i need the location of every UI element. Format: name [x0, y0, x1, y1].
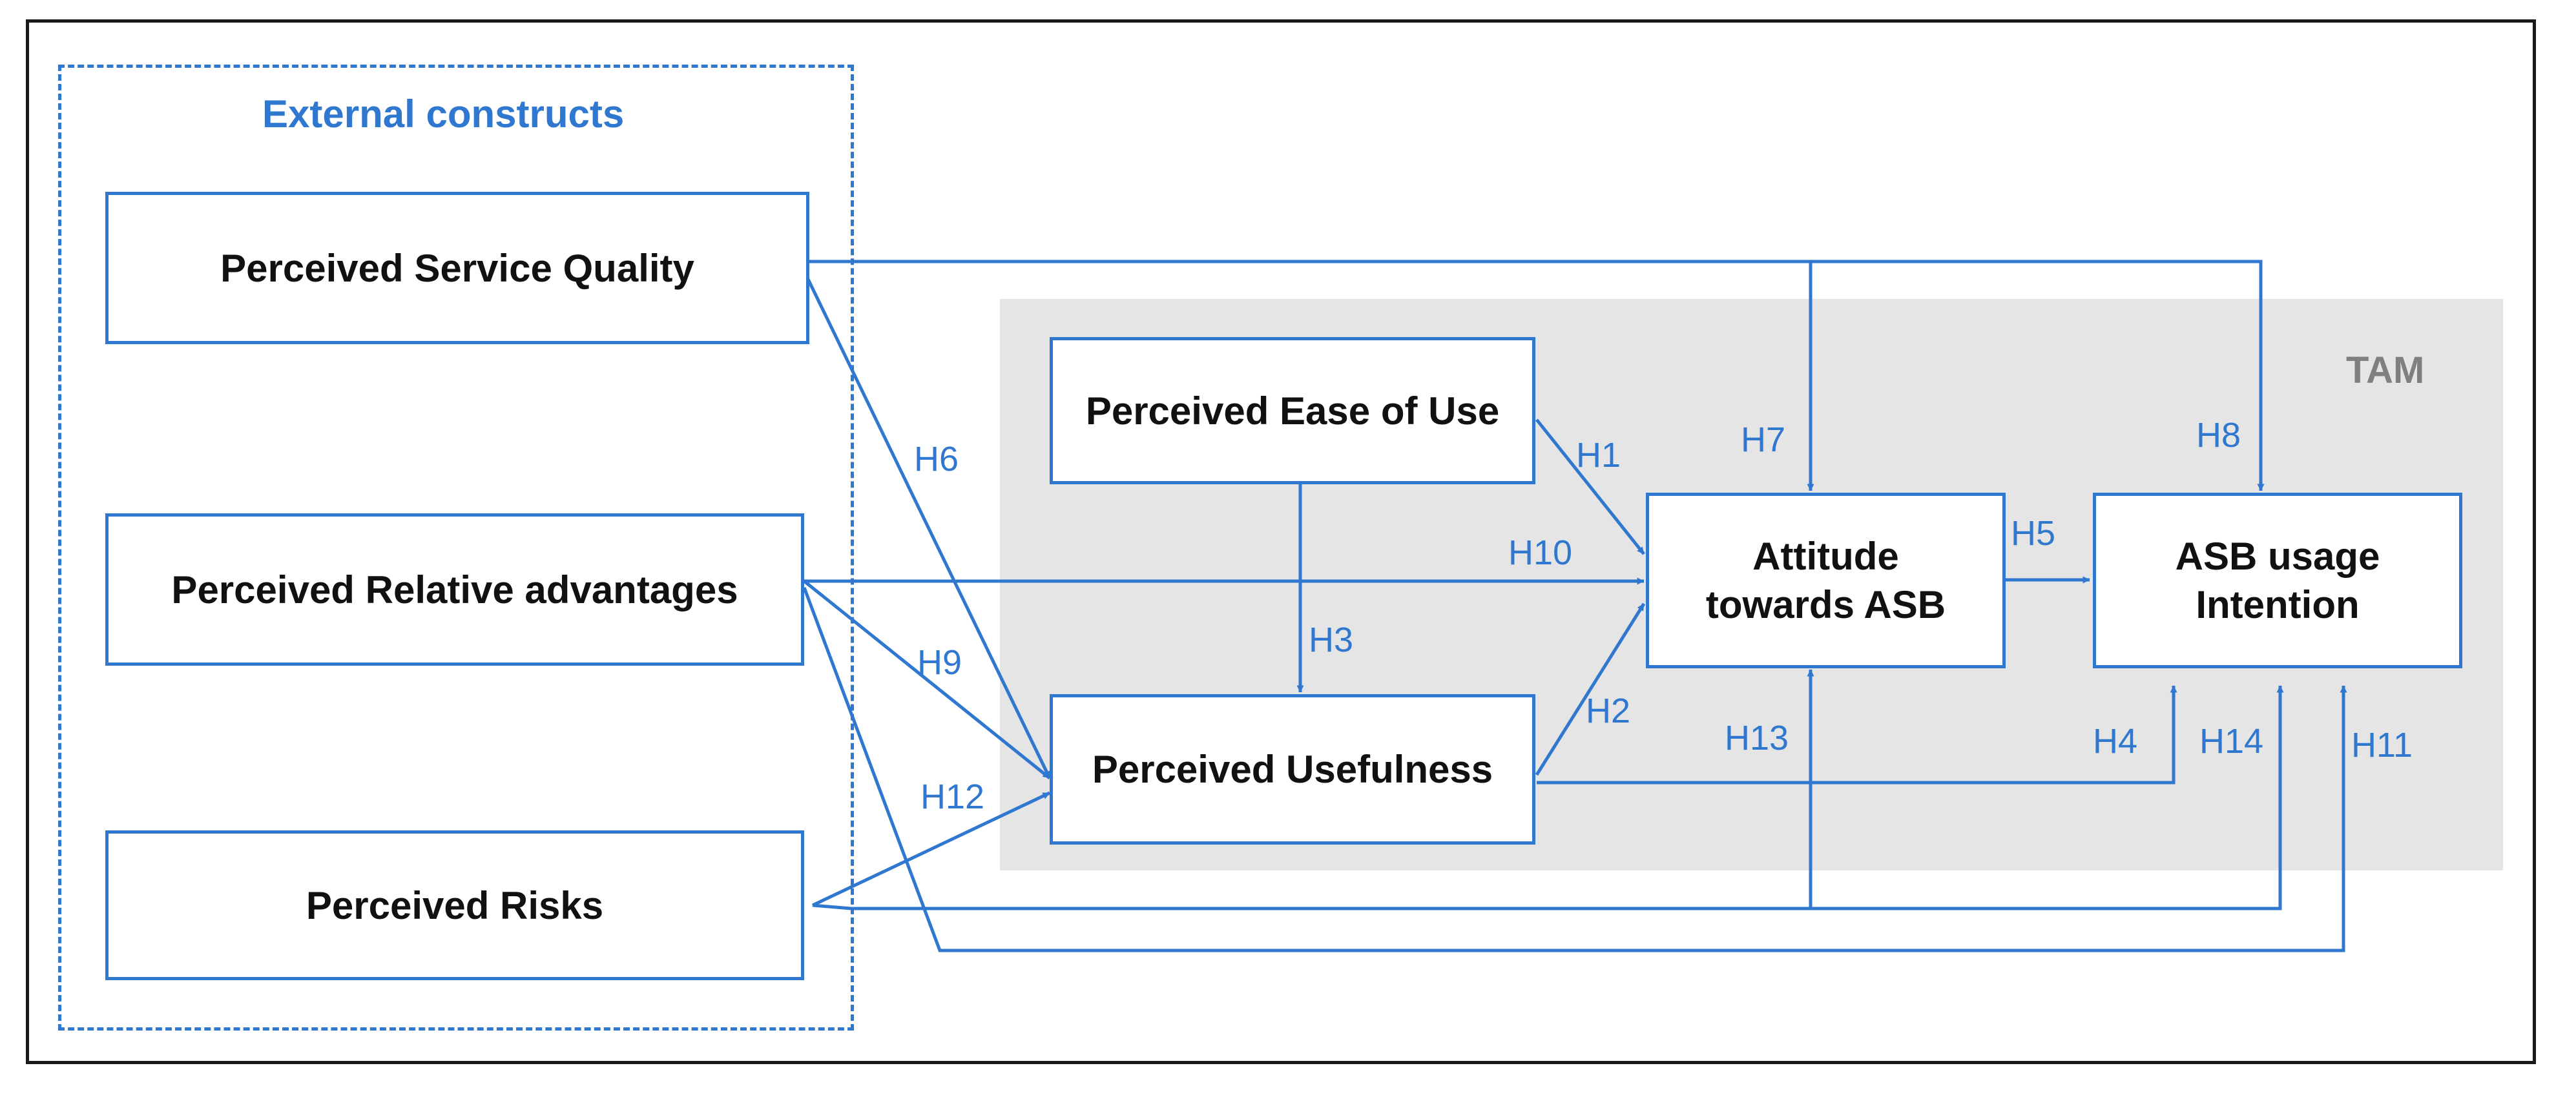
- arrow-h14: [1811, 685, 2284, 910]
- intention-label-line1: ASB usage: [2175, 535, 2380, 578]
- hypothesis-label-h3: H3: [1309, 621, 1354, 659]
- hypothesis-label-h2: H2: [1586, 692, 1631, 730]
- external-constructs-group: [58, 65, 854, 1031]
- hypothesis-label-h10: H10: [1508, 533, 1573, 572]
- diagram-frame: [26, 19, 2536, 1064]
- intention-label-line2: Intention: [2196, 583, 2360, 626]
- hypothesis-label-h8: H8: [2196, 416, 2241, 455]
- hypothesis-label-h4: H4: [2093, 722, 2138, 761]
- perceived-usefulness-box: Perceived Usefulness: [1050, 694, 1535, 845]
- perceived-risks-label: Perceived Risks: [306, 883, 604, 927]
- arrow-h2: [1535, 602, 1646, 776]
- asb-usage-intention-box: ASB usage Intention: [2093, 493, 2462, 668]
- hypothesis-label-h13: H13: [1725, 719, 1789, 757]
- attitude-text: Attitude towards ASB: [1706, 532, 1946, 629]
- arrow-risks-branch: [812, 903, 852, 910]
- arrow-h4: [1537, 685, 2177, 785]
- arrow-h6: [802, 270, 1052, 779]
- hypothesis-label-h14: H14: [2199, 722, 2264, 761]
- perceived-service-quality-box: Perceived Service Quality: [105, 192, 809, 344]
- external-constructs-title: External constructs: [262, 92, 625, 136]
- perceived-risks-box: Perceived Risks: [105, 830, 804, 980]
- attitude-label-line2: towards ASB: [1705, 583, 1946, 626]
- perceived-service-quality-label: Perceived Service Quality: [220, 246, 694, 290]
- perceived-relative-advantages-box: Perceived Relative advantages: [105, 513, 804, 666]
- hypothesis-label-h5: H5: [2011, 514, 2056, 553]
- attitude-towards-asb-box: Attitude towards ASB: [1646, 493, 2006, 668]
- arrow-h1: [1535, 418, 1645, 555]
- perceived-relative-advantages-label: Perceived Relative advantages: [171, 568, 738, 611]
- hypothesis-label-h6: H6: [914, 440, 959, 478]
- arrow-h12: [811, 791, 1051, 907]
- hypothesis-label-h12: H12: [920, 777, 985, 816]
- hypothesis-label-h11: H11: [2351, 726, 2413, 765]
- attitude-label-line1: Attitude: [1752, 535, 1899, 578]
- intention-text: ASB usage Intention: [2176, 532, 2380, 629]
- hypothesis-label-h9: H9: [917, 643, 962, 682]
- arrow-h11: [802, 587, 2347, 952]
- perceived-ease-of-use-box: Perceived Ease of Use: [1050, 337, 1535, 484]
- hypothesis-label-h7: H7: [1741, 420, 1786, 459]
- arrow-h8: [1811, 260, 2265, 491]
- hypothesis-label-h1: H1: [1576, 436, 1621, 475]
- tam-label: TAM: [2346, 349, 2425, 391]
- perceived-ease-of-use-label: Perceived Ease of Use: [1085, 389, 1500, 433]
- perceived-usefulness-label: Perceived Usefulness: [1092, 748, 1493, 791]
- arrow-h9: [803, 580, 1051, 779]
